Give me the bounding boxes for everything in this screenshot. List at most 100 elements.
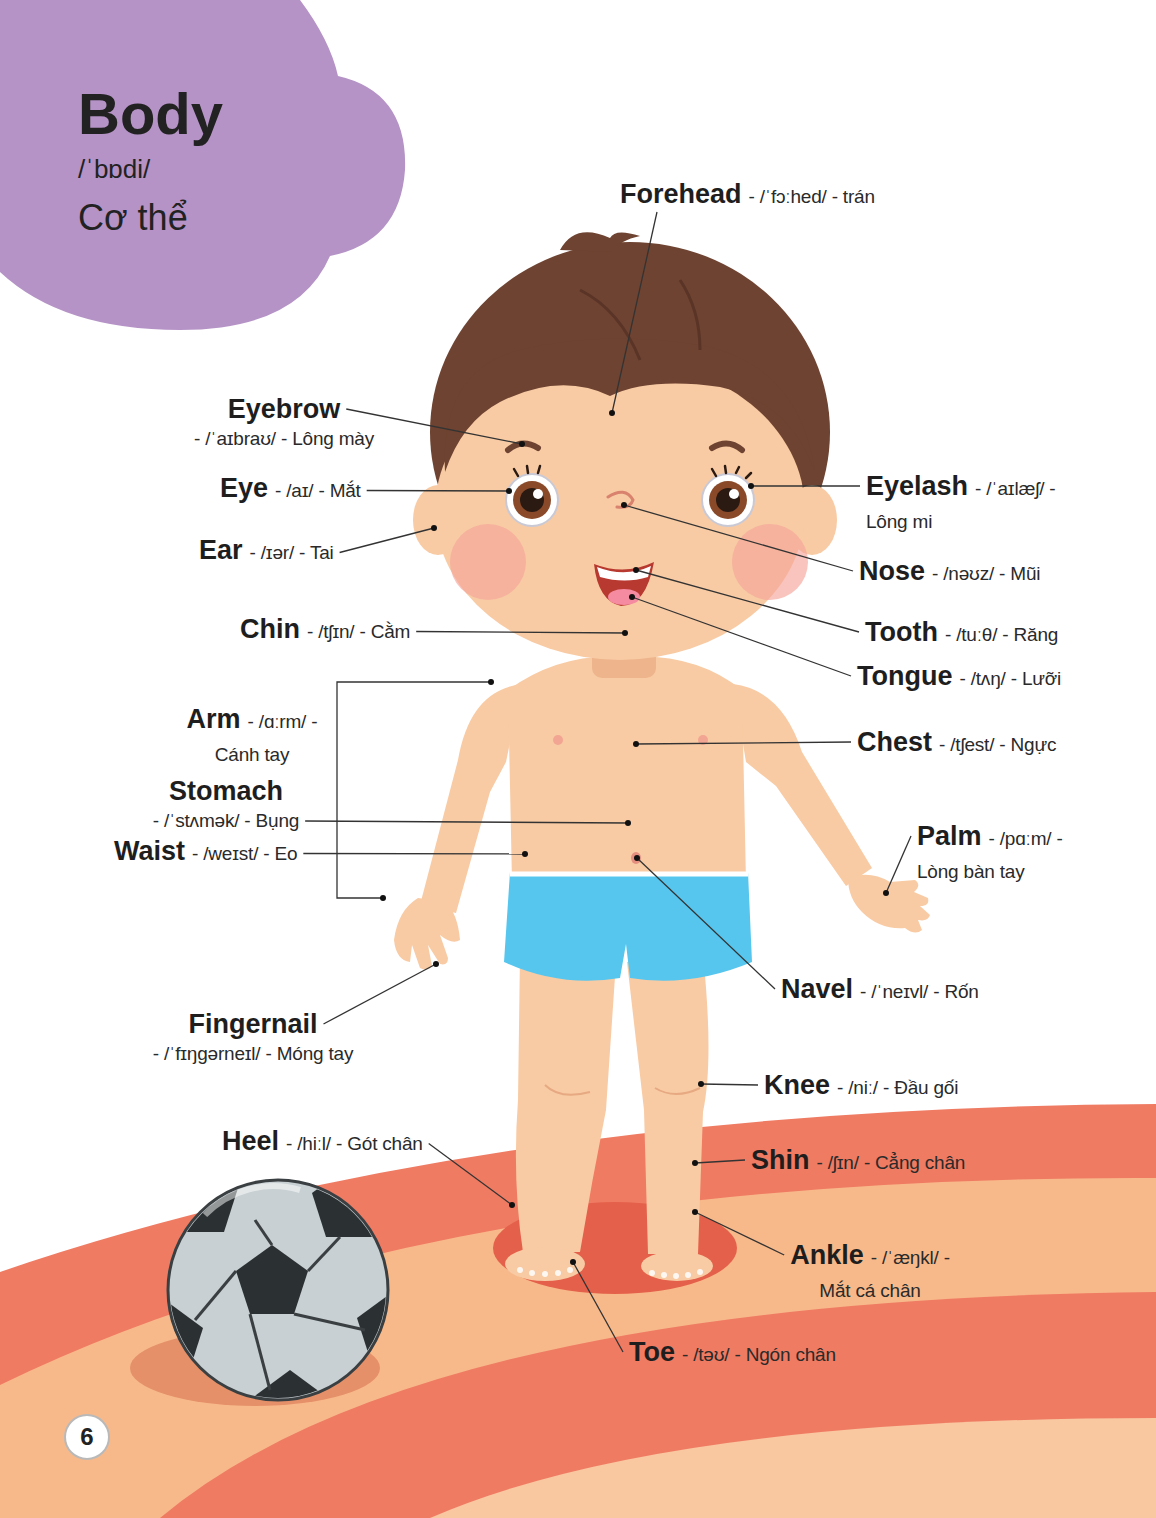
part-name: Chin [240, 614, 300, 644]
eyelash [725, 466, 726, 473]
part-label: Heel- /hiːl/ - Gót chân [222, 1125, 423, 1161]
leader-line [637, 858, 775, 989]
part-phonetic-translation: - /tʃest/ - Ngực [939, 734, 1056, 755]
title-translation: Cơ thể [78, 198, 410, 238]
title: Body [78, 84, 410, 144]
leader-line [624, 505, 853, 571]
nose [608, 492, 633, 507]
leader-dot [570, 1259, 576, 1265]
leader-line [886, 836, 911, 893]
part-phonetic-translation: - /nəʊz/ - Mũi [932, 563, 1040, 584]
leader-dot [634, 855, 640, 861]
part-name: Knee [764, 1070, 830, 1100]
pupil [520, 488, 544, 512]
leader-line [636, 570, 859, 632]
ball-seam [195, 1271, 236, 1320]
part-phonetic-translation: - /ˈfɔːhed/ - trán [749, 186, 875, 207]
part-name: Eye [220, 473, 268, 503]
nipple [553, 735, 563, 745]
hair-strand [680, 280, 700, 350]
hair-fringe [445, 339, 815, 472]
part-label: Eye- /aɪ/ - Mắt [220, 472, 361, 508]
part-label: Eyebrow- /ˈaɪbraʊ/ - Lông mày [188, 393, 380, 453]
boy [394, 232, 930, 1281]
part-phonetic-translation: - /ˈfɪŋgərneɪl/ - Móng tay [153, 1040, 354, 1068]
shorts [504, 872, 752, 981]
leg [516, 955, 616, 1252]
part-name: Shin [751, 1145, 810, 1175]
part-name: Eyebrow [228, 393, 341, 425]
part-name: Chest [857, 727, 932, 757]
part-phonetic-translation: - /ʃɪn/ - Cẳng chân [817, 1152, 966, 1173]
part-phonetic-translation: - /niː/ - Đầu gối [837, 1077, 958, 1098]
part-label: Chin - /tʃɪn/ - Cằm [240, 613, 410, 649]
part-label: Ear- /ɪər/ - Tai [199, 534, 334, 570]
arm [733, 684, 872, 886]
teeth [597, 566, 651, 581]
soccer-ball [127, 1160, 433, 1442]
leader-dot [633, 741, 639, 747]
part-phonetic-translation: - /tuːθ/ - Răng [945, 624, 1058, 645]
leader-dot [883, 890, 889, 896]
leader-dot [509, 1202, 515, 1208]
ball-seam [250, 1314, 270, 1390]
waistband [510, 872, 748, 877]
leader-line [751, 485, 860, 486]
toenail [685, 1272, 691, 1278]
part-name: Forehead [620, 179, 742, 209]
part-label: Navel- /ˈneɪvl/ - Rốn [781, 973, 979, 1009]
ball-patch [236, 1245, 308, 1314]
leader-dot [621, 502, 627, 508]
arm-bracket [337, 682, 491, 898]
iris [709, 481, 747, 519]
part-name: Stomach [169, 775, 283, 807]
hair-strand [580, 290, 640, 360]
title-cloud: Body/ˈbɒdi/Cơ thể [0, 0, 410, 335]
toenail [673, 1273, 679, 1279]
hand [848, 875, 930, 933]
ball-patch [252, 1370, 328, 1442]
knee-line [545, 1085, 590, 1095]
leader-line [573, 1262, 623, 1352]
leader-dot [622, 630, 628, 636]
part-label: Eyelash- /ˈaɪlæʃ/ - Lông mi [866, 470, 1066, 539]
leader-dot [609, 410, 615, 416]
toenail [542, 1271, 548, 1277]
leader-dot [625, 820, 631, 826]
page-number-badge: 6 [64, 1414, 110, 1460]
part-name: Eyelash [866, 471, 968, 501]
leader-dot [433, 961, 439, 967]
ball-seam [308, 1237, 340, 1271]
part-phonetic-translation: - /tʃɪn/ - Cằm [307, 621, 410, 642]
leader-line [367, 490, 509, 492]
eye-shine [729, 489, 739, 499]
part-name: Fingernail [188, 1008, 317, 1040]
part-label: Tongue- /tʌŋ/ - Lưỡi [857, 660, 1061, 696]
part-label: Nose- /nəʊz/ - Mũi [859, 555, 1040, 591]
cloud-shape [0, 0, 410, 335]
ball-patches [127, 1160, 433, 1442]
toenail [649, 1270, 655, 1276]
leader-dot [748, 483, 754, 489]
leader-dot [519, 441, 525, 447]
eye [506, 474, 754, 526]
leader-line [303, 853, 525, 855]
part-label: Tooth- /tuːθ/ - Răng [865, 616, 1058, 652]
part-name: Navel [781, 974, 853, 1004]
eyebrow [712, 443, 742, 450]
part-label: Shin - /ʃɪn/ - Cẳng chân [751, 1144, 965, 1180]
part-phonetic-translation: - /təʊ/ - Ngón chân [682, 1344, 836, 1365]
part-label: Knee - /niː/ - Đầu gối [764, 1069, 958, 1105]
leader-line [612, 212, 657, 413]
hair-tuft [560, 232, 640, 252]
part-phonetic-translation: - /weɪst/ - Eo [192, 843, 297, 864]
cloud-shape [0, 0, 405, 330]
tongue [608, 589, 640, 605]
toenail [661, 1272, 667, 1278]
arm [420, 684, 522, 913]
mouth [594, 562, 654, 606]
title-phonetic: /ˈbɒdi/ [78, 154, 410, 184]
knee-line [655, 1088, 700, 1094]
leader-line [636, 742, 851, 744]
